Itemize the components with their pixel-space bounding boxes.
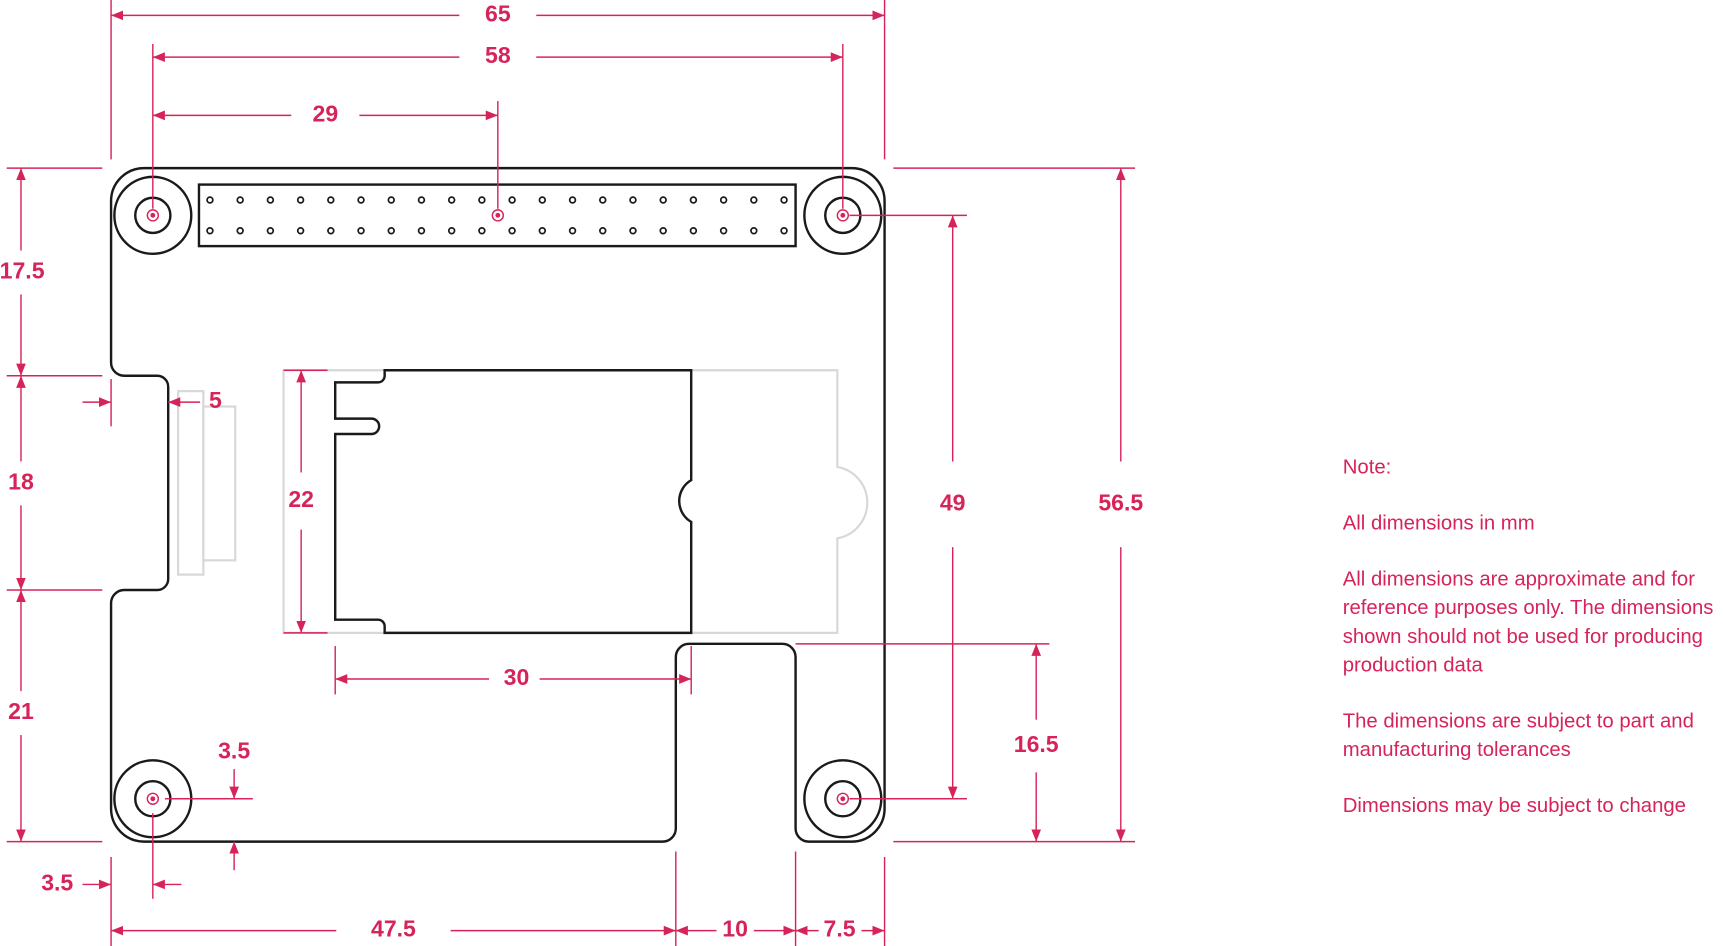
dim-overall-height: 56.5 (1098, 489, 1143, 515)
header-pin (357, 226, 365, 235)
header-pin (659, 196, 667, 204)
header-pin (296, 226, 305, 235)
dim-notch-depth: 5 (209, 387, 222, 413)
note-approx-line: All dimensions are approximate and for (1343, 569, 1696, 591)
header-pin (387, 196, 395, 204)
header-pin (417, 196, 426, 204)
header-pin (629, 196, 637, 204)
dim-overall-width: 65 (485, 0, 511, 26)
dim-hole-spacing-x: 58 (485, 42, 511, 68)
header-pin (447, 226, 456, 235)
header-pin (659, 226, 667, 235)
dim-cutout-width: 10 (722, 916, 748, 942)
notes-title: Note: (1343, 457, 1392, 479)
header-pin (719, 196, 728, 204)
header-pin (508, 196, 516, 204)
dim-notch-height: 18 (8, 469, 34, 495)
header-pin (750, 196, 758, 204)
header-pin (568, 226, 577, 235)
header-pins (206, 196, 788, 235)
header-pin (296, 196, 305, 204)
header-pin (689, 196, 698, 204)
dimension-labels: 65 58 29 17.5 18 21 5 22 30 3.5 3.5 47.5… (0, 0, 1143, 941)
header-pin (327, 226, 335, 235)
dim-bottom-right-span: 7.5 (823, 916, 855, 942)
header-pin (629, 226, 637, 235)
dim-hole-offset-y: 3.5 (218, 738, 250, 764)
header-pin (538, 226, 547, 235)
dim-m2-length: 30 (504, 664, 530, 690)
header-pin (206, 196, 214, 204)
dim-bottom-left-span: 47.5 (371, 916, 416, 942)
dim-top-to-notch: 17.5 (0, 258, 45, 284)
header-pin (599, 226, 607, 235)
dim-hole-offset-x: 3.5 (41, 870, 73, 896)
dimension-arrows (16, 10, 1126, 936)
note-tolerance-line: The dimensions are subject to part and (1343, 710, 1694, 732)
header-pin (780, 226, 788, 235)
header-pin (417, 226, 426, 235)
dim-header-center-x: 29 (312, 100, 338, 126)
header-pin (357, 196, 365, 204)
header-pin (266, 196, 275, 204)
header-pin (206, 226, 214, 235)
note-change: Dimensions may be subject to change (1343, 795, 1686, 817)
ghost-components (176, 369, 869, 634)
notes: Note: All dimensions in mm All dimension… (1343, 457, 1714, 817)
header-pin (236, 196, 244, 204)
header-pin (236, 226, 244, 235)
note-approx-line: production data (1343, 654, 1484, 676)
header-pin (568, 196, 577, 204)
note-units: All dimensions in mm (1343, 513, 1535, 535)
note-approx-line: shown should not be used for producing (1343, 626, 1703, 648)
header-pin (689, 226, 698, 235)
header-pin (327, 196, 335, 204)
header-pin (387, 226, 395, 235)
board-outline (109, 166, 886, 843)
note-tolerance-line: manufacturing tolerances (1343, 739, 1571, 761)
dim-cutout-height: 16.5 (1014, 731, 1059, 757)
dim-notch-to-bottom: 21 (8, 698, 34, 724)
header-pin (750, 226, 758, 235)
header-pin (599, 196, 607, 204)
header-pin (780, 196, 788, 204)
header-pin (478, 196, 486, 204)
dim-m2-width: 22 (288, 486, 314, 512)
header-pin (508, 226, 516, 235)
header-pin (719, 226, 728, 235)
header-pin (478, 226, 486, 235)
dim-hole-spacing-y: 49 (940, 489, 966, 515)
header-pin (538, 196, 547, 204)
header-pin (447, 196, 456, 204)
note-approx-line: reference purposes only. The dimensions (1343, 597, 1714, 619)
extension-lines (6, 0, 1136, 946)
m2-card-outline (334, 369, 693, 635)
header-pin (266, 226, 275, 235)
